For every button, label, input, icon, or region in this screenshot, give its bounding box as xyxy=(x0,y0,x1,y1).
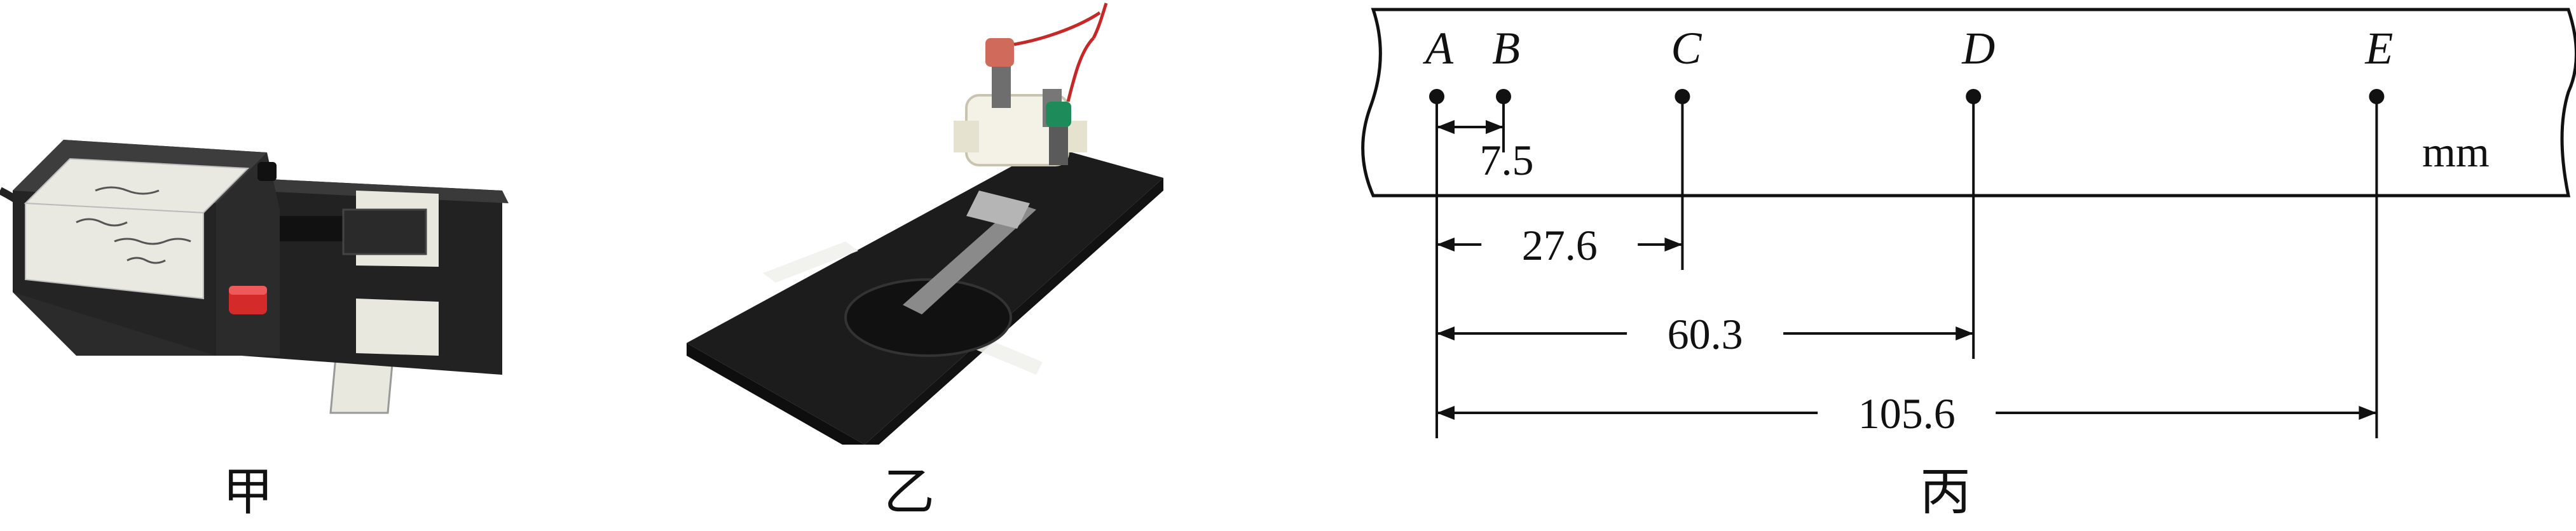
point-label-a: A xyxy=(1423,23,1454,74)
caption-yi: 乙 xyxy=(884,462,935,521)
spark-timer-illustration xyxy=(687,3,1163,457)
point-label-c: C xyxy=(1671,23,1702,74)
arrowhead-end-a-c xyxy=(1664,238,1683,252)
point-label-e: E xyxy=(2364,23,2393,74)
point-label-d: D xyxy=(1961,23,1995,74)
panel-yi: 乙 xyxy=(636,0,1271,531)
caption-jia: 甲 xyxy=(223,462,273,521)
arrowhead-start-a-d xyxy=(1437,326,1455,340)
panel-jia: 甲 xyxy=(0,0,572,531)
measurement-label-a-d: 60.3 xyxy=(1668,310,1743,358)
arrowhead-end-a-e xyxy=(2359,406,2377,420)
arrowhead-end-a-d xyxy=(1956,326,1974,340)
arrowhead-end-a-b xyxy=(1486,120,1504,134)
arrowhead-start-a-c xyxy=(1437,238,1455,252)
electromagnetic-timer-illustration xyxy=(0,140,509,414)
tape-unit-label: mm xyxy=(2422,128,2490,176)
caption-bing: 丙 xyxy=(1920,462,1971,521)
point-label-b: B xyxy=(1492,23,1520,74)
measurement-label-a-e: 105.6 xyxy=(1858,389,1956,438)
measurement-label-a-c: 27.6 xyxy=(1522,221,1598,269)
measurement-label-a-b: 7.5 xyxy=(1480,136,1534,184)
tape-measurements: 7.5 27.6 60.3 105.6 xyxy=(1435,97,2378,438)
arrowhead-start-a-e xyxy=(1437,406,1455,420)
arrowhead-start-a-b xyxy=(1437,120,1455,134)
